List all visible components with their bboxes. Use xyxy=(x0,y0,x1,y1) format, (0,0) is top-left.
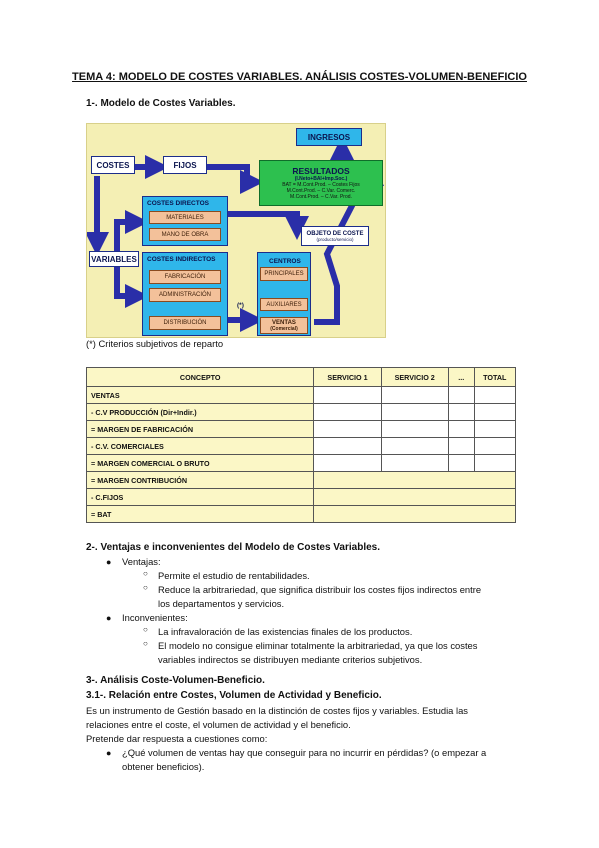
header-ellipsis: ... xyxy=(447,367,475,387)
table-row: = BAT xyxy=(85,505,516,523)
ventajas-item-2: Reduce la arbitrariedad, que significa d… xyxy=(158,584,482,595)
principales-node: PRINCIPALES xyxy=(260,267,308,281)
inconvenientes-item-1: La infravaloración de las existencias fi… xyxy=(158,626,413,637)
section-3-heading: 3-. Análisis Coste-Volumen-Beneficio. xyxy=(86,675,265,686)
objeto-coste-node: OBJETO DE COSTE (producto/servicio) xyxy=(301,226,369,246)
ventajas-label: Ventajas: xyxy=(122,556,161,567)
page-title: TEMA 4: MODELO DE COSTES VARIABLES. ANÁL… xyxy=(72,71,527,83)
distribucion-node: DISTRIBUCIÓN xyxy=(149,316,221,330)
mano-obra-node: MANO DE OBRA xyxy=(149,228,221,241)
header-servicio-1: SERVICIO 1 xyxy=(313,367,382,387)
variables-node: VARIABLES xyxy=(89,251,139,267)
header-concepto: CONCEPTO xyxy=(85,367,315,387)
resultados-line1: BAT = M.Cont.Prod. – Costes Fijos xyxy=(282,182,360,188)
row-label: = MARGEN CONTRIBUCIÓN xyxy=(85,471,315,489)
table-row: = MARGEN COMERCIAL O BRUTO xyxy=(85,454,517,472)
paragraph-1-line-1: Es un instrumento de Gestión basado en l… xyxy=(86,705,468,716)
table-row: = MARGEN DE FABRICACIÓN xyxy=(85,420,517,438)
ingresos-node: INGRESOS xyxy=(296,128,362,146)
sub-bullet-icon: ○ xyxy=(143,569,148,578)
row-label: - C.FIJOS xyxy=(85,488,315,506)
row-label: = BAT xyxy=(85,505,315,523)
inconvenientes-item-2-cont: variables indirectos se distribuyen medi… xyxy=(158,654,423,665)
centros-label: CENTROS xyxy=(269,258,301,265)
row-label: - C.V PRODUCCIÓN (Dir+Indir.) xyxy=(85,403,315,421)
row-label: VENTAS xyxy=(85,386,315,404)
table-row: = MARGEN CONTRIBUCIÓN xyxy=(85,471,516,489)
inconvenientes-label: Inconvenientes: xyxy=(122,612,188,623)
auxiliares-node: AUXILIARES xyxy=(260,298,308,311)
question-line-2: obtener beneficios). xyxy=(122,761,205,772)
row-label: - C.V. COMERCIALES xyxy=(85,437,315,455)
table-row: VENTAS xyxy=(85,386,517,404)
ventajas-item-2-cont: los departamentos y servicios. xyxy=(158,598,285,609)
costes-directos-label: COSTES DIRECTOS xyxy=(147,200,210,207)
section-2-heading: 2-. Ventajas e inconvenientes del Modelo… xyxy=(86,542,380,553)
resultados-label: RESULTADOS xyxy=(292,166,350,176)
fabricacion-node: FABRICACIÓN xyxy=(149,270,221,284)
table-row: - C.FIJOS xyxy=(85,488,516,506)
sub-bullet-icon: ○ xyxy=(143,583,148,592)
sub-bullet-icon: ○ xyxy=(143,625,148,634)
paragraph-1-line-2: relaciones entre el coste, el volumen de… xyxy=(86,719,351,730)
costes-node: COSTES xyxy=(91,156,135,174)
objeto-coste-sub: (producto/servicio) xyxy=(316,236,354,242)
ventas-node: VENTAS (Comercial) xyxy=(260,317,308,334)
ventajas-item-1: Permite el estudio de rentabilidades. xyxy=(158,570,310,581)
inconvenientes-item-2: El modelo no consigue eliminar totalment… xyxy=(158,640,478,651)
bullet-icon: ● xyxy=(106,557,112,567)
costes-variables-table: CONCEPTO SERVICIO 1 SERVICIO 2 ... TOTAL… xyxy=(85,367,517,523)
section-1-heading: 1-. Modelo de Costes Variables. xyxy=(86,98,236,109)
diagram-footnote: (*) Criterios subjetivos de reparto xyxy=(86,338,224,349)
resultados-line2: M.Cont.Prod. – C.Var. Comerc. xyxy=(286,188,356,194)
asterisk-note: (*) xyxy=(237,302,244,309)
question-line-1: ¿Qué volumen de ventas hay que conseguir… xyxy=(122,747,487,758)
materiales-node: MATERIALES xyxy=(149,211,221,224)
table-row: - C.V PRODUCCIÓN (Dir+Indir.) xyxy=(85,403,517,421)
fijos-node: FIJOS xyxy=(163,156,207,174)
paragraph-2: Pretende dar respuesta a cuestiones como… xyxy=(86,733,268,744)
bullet-icon: ● xyxy=(106,613,112,623)
resultados-line3: M.Cont.Prod. – C.Var. Prod. xyxy=(290,194,352,200)
sub-bullet-icon: ○ xyxy=(143,639,148,648)
bullet-icon: ● xyxy=(106,748,112,758)
administracion-node: ADMINISTRACIÓN xyxy=(149,288,221,302)
costes-indirectos-label: COSTES INDIRECTOS xyxy=(147,256,216,263)
costes-variables-diagram: INGRESOS COSTES FIJOS RESULTADOS (I.Neto… xyxy=(86,123,386,338)
ventas-label: VENTAS xyxy=(272,319,296,326)
row-label: = MARGEN COMERCIAL O BRUTO xyxy=(85,454,315,472)
table-header-row: CONCEPTO SERVICIO 1 SERVICIO 2 ... TOTAL xyxy=(85,367,517,387)
section-3-1-heading: 3.1-. Relación entre Costes, Volumen de … xyxy=(86,690,382,701)
resultados-node: RESULTADOS (I.Neto+BAI+Imp.Soc.) BAT = M… xyxy=(259,160,383,206)
resultados-sub: (I.Neto+BAI+Imp.Soc.) xyxy=(294,176,348,182)
table-row: - C.V. COMERCIALES xyxy=(85,437,517,455)
objeto-coste-label: OBJETO DE COSTE xyxy=(306,230,364,237)
header-servicio-2: SERVICIO 2 xyxy=(380,367,449,387)
row-label: = MARGEN DE FABRICACIÓN xyxy=(85,420,315,438)
header-total: TOTAL xyxy=(473,367,517,387)
comercial-label: (Comercial) xyxy=(270,325,298,332)
